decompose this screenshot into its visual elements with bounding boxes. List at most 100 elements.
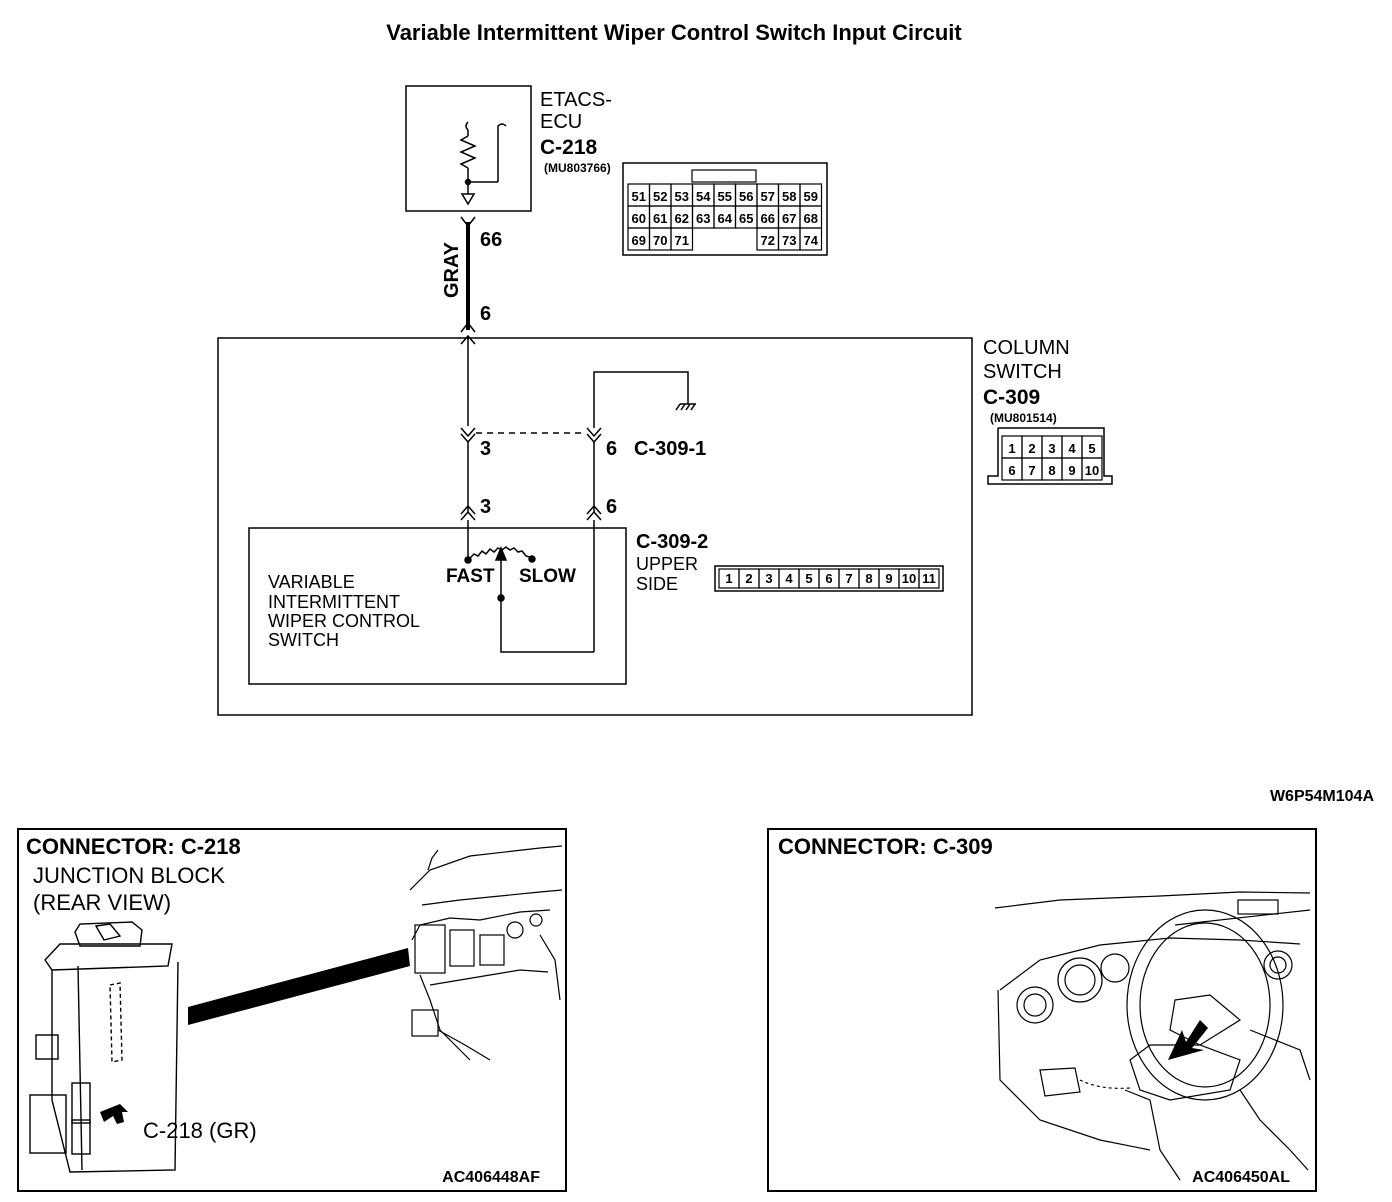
c218-arrow-icon: [100, 1104, 128, 1124]
column-switch-connector-pin-8: 8: [1048, 463, 1055, 478]
ecu-name-line2: ECU: [540, 111, 582, 133]
pin-66: 66: [480, 229, 502, 251]
switch-name-line4: SWITCH: [268, 630, 339, 650]
ecu-connector-pin-53: 53: [675, 189, 689, 204]
column-switch-connector-label: C-309: [983, 386, 1040, 409]
c309-2-connector-pin-10: 10: [902, 571, 916, 586]
c309-2-connector-pin-5: 5: [805, 571, 812, 586]
c309-2-connector-pin-3: 3: [765, 571, 772, 586]
steering-column-illustration: [994, 891, 1311, 1181]
ecu-connector-pin-67: 67: [782, 211, 796, 226]
column-switch-connector-pin-3: 3: [1048, 441, 1055, 456]
ecu-box: [405, 85, 532, 212]
ecu-part-number: (MU803766): [544, 161, 611, 175]
switch-slow-label: SLOW: [519, 566, 576, 587]
ecu-connector-cell: [670, 227, 694, 251]
switch-name-line3: WIPER CONTROL: [268, 611, 420, 631]
ecu-connector-pin-63: 63: [696, 211, 710, 226]
column-switch-name-line2: SWITCH: [983, 361, 1062, 383]
column-switch-name-line1: COLUMN: [983, 337, 1070, 359]
panel-left-code: AC406448AF: [442, 1169, 540, 1186]
c309-1-pin-6: 6: [606, 438, 617, 460]
column-switch-connector-pin-7: 7: [1028, 463, 1035, 478]
ecu-connector-pin-56: 56: [739, 189, 753, 204]
ecu-connector-cell: [799, 227, 823, 251]
ecu-connector-pin-61: 61: [653, 211, 667, 226]
ecu-connector-pin-51: 51: [632, 189, 646, 204]
c309-2-pin-6: 6: [606, 496, 617, 518]
ecu-connector-pin-57: 57: [761, 189, 775, 204]
column-switch-connector-pin-5: 5: [1088, 441, 1095, 456]
variable-resistor-icon: [464, 546, 536, 602]
column-switch-connector-pin-6: 6: [1008, 463, 1015, 478]
ecu-connector-label: C-218: [540, 136, 598, 159]
column-switch-part-number: (MU801514): [990, 411, 1057, 425]
panel-left-sub2: (REAR VIEW): [33, 890, 171, 915]
c218-callout-label: C-218 (GR): [143, 1118, 257, 1143]
panel-left-sub1: JUNCTION BLOCK: [33, 863, 225, 888]
switch-name-line1: VARIABLE: [268, 572, 355, 592]
ecu-connector-pin-62: 62: [675, 211, 689, 226]
wiper-switch-box: [248, 527, 627, 685]
column-switch-box: [217, 337, 973, 716]
panel-left-title: CONNECTOR: C-218: [26, 834, 241, 859]
c309-arrow-icon: [1168, 1020, 1208, 1060]
c309-2-connector-cell: [918, 568, 940, 589]
ecu-connector-pin-54: 54: [696, 189, 711, 204]
c309-1-pin-3: 3: [480, 438, 491, 460]
diagram-code: W6P54M104A: [1270, 788, 1374, 805]
panel-right-code: AC406450AL: [1192, 1169, 1290, 1186]
dashboard-left-illustration: [409, 845, 563, 1061]
column-switch-connector-pin-1: 1: [1008, 441, 1015, 456]
c309-2-label: C-309-2: [636, 531, 708, 553]
c309-2-connector-pin-2: 2: [745, 571, 752, 586]
c309-2-side-line2: SIDE: [636, 574, 678, 594]
ecu-connector-pin-66: 66: [761, 211, 775, 226]
c309-2-connector-pin-1: 1: [725, 571, 732, 586]
c309-2-connector-pin-8: 8: [865, 571, 872, 586]
column-switch-connector-pin-2: 2: [1028, 441, 1035, 456]
ecu-name-line1: ETACS-: [540, 89, 612, 111]
c309-2-connector-pin-4: 4: [785, 571, 793, 586]
ecu-connector-pin-73: 73: [782, 233, 796, 248]
ecu-connector-pin-70: 70: [653, 233, 667, 248]
panel-right-title: CONNECTOR: C-309: [778, 834, 993, 859]
c309-2-connector-pin-11: 11: [922, 571, 936, 586]
ecu-connector-pin-58: 58: [782, 189, 796, 204]
connector-c218-panel: [17, 828, 567, 1192]
column-switch-connector-cell: [1081, 457, 1103, 481]
column-switch-connector-pin-9: 9: [1068, 463, 1075, 478]
ecu-connector-pin-71: 71: [675, 233, 689, 248]
gray-wire: [460, 216, 476, 333]
c309-2-side-line1: UPPER: [636, 554, 698, 574]
ecu-internal-resistor-icon: [459, 121, 507, 206]
ecu-connector-pin-55: 55: [718, 189, 732, 204]
c309-2-connector-pin-9: 9: [885, 571, 892, 586]
ecu-connector-pin-59: 59: [804, 189, 818, 204]
diagram-title: Variable Intermittent Wiper Control Swit…: [386, 20, 962, 45]
ecu-connector-pin-72: 72: [761, 233, 775, 248]
zoom-beam: [188, 948, 410, 1025]
pin-6-top: 6: [480, 303, 491, 325]
wire-color-label: GRAY: [441, 241, 463, 298]
switch-fast-label: FAST: [446, 566, 495, 587]
c309-1-label: C-309-1: [634, 438, 706, 460]
column-switch-wiring: [460, 334, 696, 653]
ecu-connector-pin-74: 74: [804, 233, 819, 248]
c309-2-connector-pin-6: 6: [825, 571, 832, 586]
ecu-connector-pin-69: 69: [632, 233, 646, 248]
column-switch-connector-pin-10: 10: [1085, 463, 1099, 478]
c309-2-pin-3: 3: [480, 496, 491, 518]
column-switch-connector-pin-4: 4: [1068, 441, 1076, 456]
connector-c309-panel: [767, 828, 1317, 1192]
junction-block-illustration: [29, 921, 179, 1173]
switch-name-line2: INTERMITTENT: [268, 592, 400, 612]
ecu-connector-pin-68: 68: [804, 211, 818, 226]
ecu-connector-pin-64: 64: [718, 211, 733, 226]
c309-2-connector-pin-7: 7: [845, 571, 852, 586]
ecu-connector-pin-65: 65: [739, 211, 753, 226]
ecu-connector-pin-60: 60: [632, 211, 646, 226]
